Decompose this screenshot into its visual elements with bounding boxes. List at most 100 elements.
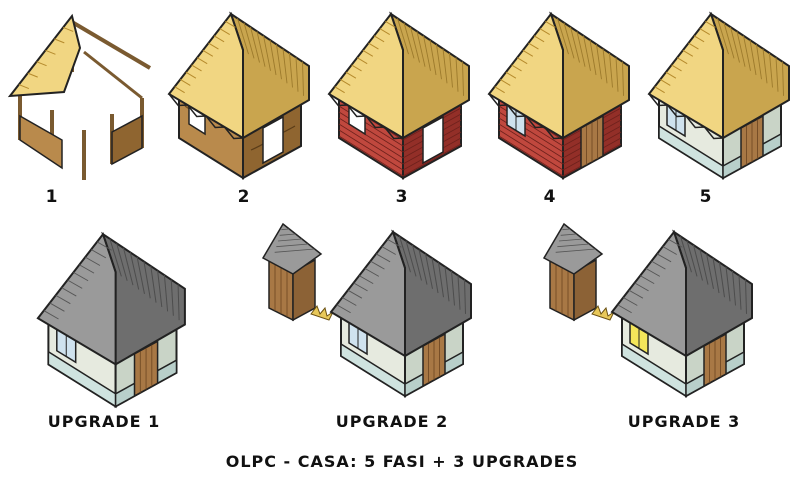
stage-5-label: 5: [699, 187, 713, 207]
thatch-stroke: [602, 48, 608, 84]
thatch-stroke: [185, 71, 197, 79]
roof-rib: [116, 243, 128, 281]
thatch-stroke: [351, 64, 362, 72]
hay-tuft: [310, 304, 335, 321]
thatch-stroke: [769, 52, 773, 88]
thatch-stroke: [36, 61, 47, 67]
thatch-stroke: [208, 42, 219, 50]
thatch-stroke: [362, 49, 374, 57]
thatch-stroke: [237, 18, 249, 55]
thatch-stroke: [449, 52, 453, 88]
stage-1-illustration: [7, 13, 152, 180]
roof-rib: [55, 294, 71, 305]
upgrade-2-house: [255, 222, 485, 398]
thatch-stroke: [368, 42, 379, 50]
outhouse-roof-rib: [557, 243, 590, 248]
outhouse-roof-rib: [562, 228, 571, 231]
roof-rib: [623, 297, 638, 306]
outhouse-roof: [261, 222, 323, 275]
thatch-stroke: [250, 26, 260, 63]
stage-3-house: [325, 6, 475, 180]
outhouse-roof-rib: [558, 238, 584, 242]
thatch-stroke: [295, 57, 299, 92]
roof-rib: [150, 265, 157, 303]
thatch-stroke: [282, 48, 288, 84]
thatch-stroke: [505, 71, 517, 79]
hay-tuft: [591, 304, 616, 321]
thatch-stroke: [665, 71, 677, 79]
thatch-stroke: [202, 49, 214, 57]
thatch-stroke: [762, 48, 768, 84]
roof-rib: [347, 289, 363, 299]
outhouse-roof-rib: [555, 248, 596, 253]
brick-course: [498, 123, 564, 165]
thatch-stroke: [557, 18, 569, 55]
roof-rib: [61, 287, 77, 297]
roof-rib: [617, 304, 632, 314]
thatch-stroke: [356, 57, 368, 65]
roof-rib: [96, 241, 113, 251]
roof-rib: [122, 247, 134, 286]
outhouse-roof-rib: [276, 243, 309, 248]
upgrade-3-house: [536, 222, 766, 398]
thatch-stroke: [442, 48, 448, 84]
roof-rib: [628, 289, 644, 299]
roof-rib: [451, 270, 455, 306]
thatch-stroke: [403, 22, 415, 59]
roof-rib: [706, 253, 714, 289]
thatch-stroke: [462, 61, 464, 96]
thatch-stroke: [717, 18, 729, 55]
thatch-stroke: [180, 79, 191, 86]
roof-rib: [738, 275, 742, 310]
thatch-stroke: [688, 42, 699, 50]
roof-rib: [651, 260, 666, 270]
roof-rib: [725, 266, 731, 302]
thatch-stroke: [397, 18, 409, 55]
thatch-stroke: [27, 72, 38, 78]
roof-rib: [375, 253, 391, 263]
thatch-stroke: [545, 20, 556, 28]
thatch-stroke: [782, 61, 784, 96]
roof-front: [36, 232, 117, 367]
thatch-fringe: [648, 93, 724, 140]
thatch-stroke: [219, 28, 230, 35]
thatch-stroke: [583, 35, 591, 71]
thatch-stroke: [269, 39, 277, 76]
upgrade-3-illustration: [542, 222, 753, 398]
roof-rib: [177, 284, 180, 321]
thatch-stroke: [416, 31, 426, 67]
roof-rib: [358, 275, 374, 285]
roof-rib: [370, 260, 385, 270]
roof-rib: [67, 279, 83, 289]
roof-rib: [668, 238, 683, 248]
thatch-stroke: [410, 26, 420, 63]
roof-rib: [712, 257, 720, 294]
thatch-stroke: [174, 86, 185, 94]
brick-course: [498, 135, 564, 177]
stage-2-house: [165, 6, 315, 180]
thatch-stroke: [596, 44, 602, 80]
roof-rib: [90, 249, 107, 259]
thatch-stroke: [500, 79, 511, 86]
stage-5-illustration: [647, 11, 790, 180]
roof-rib: [73, 271, 89, 282]
roof-rib: [163, 275, 169, 312]
thatch-stroke: [62, 26, 74, 32]
roof-rib: [693, 244, 703, 281]
upgrade-2-illustration: [261, 222, 472, 398]
upgrade-1-label: UPGRADE 1: [47, 412, 161, 431]
roof-rib: [745, 279, 747, 314]
roof-rib: [686, 240, 698, 277]
thatch-stroke: [334, 86, 345, 94]
roof-rib: [639, 275, 655, 285]
thatch-fringe: [168, 93, 244, 140]
roof-rib: [634, 282, 649, 292]
thatch-stroke: [699, 28, 710, 35]
thatch-stroke: [563, 22, 575, 59]
thatch-stroke: [276, 44, 282, 80]
thatch-stroke: [589, 39, 597, 76]
thatch-stroke: [494, 86, 505, 94]
roof-rib: [457, 275, 461, 310]
thatch-stroke: [340, 79, 351, 86]
